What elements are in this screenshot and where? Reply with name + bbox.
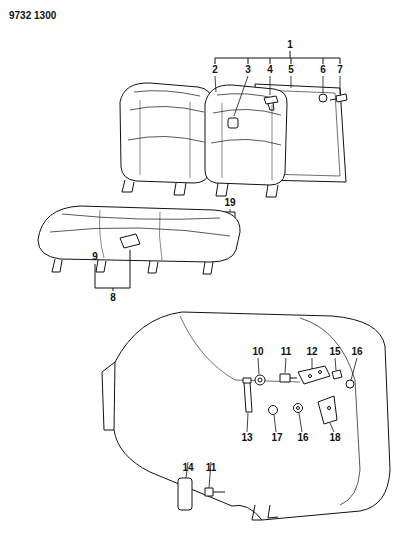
callout-number: 15 — [328, 346, 341, 358]
callout-number: 3 — [244, 64, 252, 76]
callout-number: 18 — [328, 432, 341, 444]
callout-number: 8 — [109, 292, 117, 304]
callout-number: 11 — [205, 462, 218, 474]
callout-number: 4 — [266, 64, 274, 76]
callout-number: 16 — [350, 346, 363, 358]
callout-number: 11 — [280, 346, 293, 358]
callout-number: 19 — [223, 197, 236, 209]
callout-number: 9 — [91, 251, 99, 263]
diagram-code: 9732 1300 — [8, 10, 57, 22]
callout-number: 1 — [286, 39, 294, 51]
callout-number: 14 — [181, 462, 194, 474]
callout-number: 16 — [296, 432, 309, 444]
callout-number: 17 — [270, 432, 283, 444]
callout-number: 12 — [305, 346, 318, 358]
callout-number: 2 — [211, 64, 219, 76]
callout-number: 6 — [319, 64, 327, 76]
callout-number: 5 — [287, 64, 295, 76]
callout-number: 13 — [240, 432, 253, 444]
callout-number: 7 — [336, 64, 344, 76]
callout-number: 10 — [251, 346, 264, 358]
